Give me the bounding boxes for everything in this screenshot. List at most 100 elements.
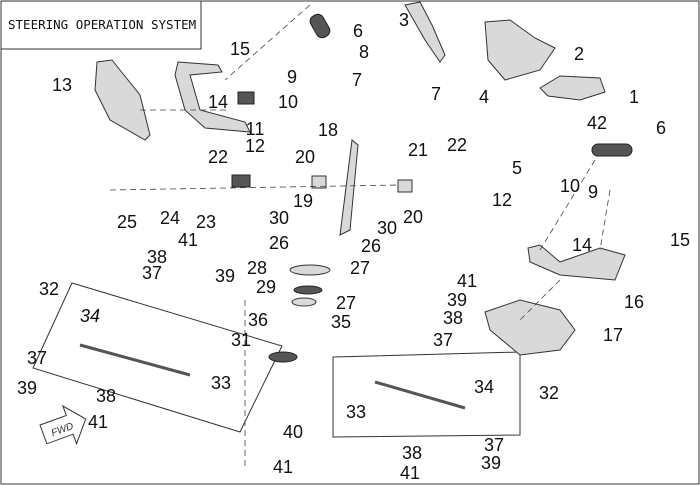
pitman-arm-31	[268, 351, 298, 363]
align-line	[224, 4, 311, 81]
handlebar-cover	[484, 19, 556, 81]
align-line	[599, 189, 611, 251]
callout-4: 4	[479, 87, 489, 107]
callout-22: 22	[208, 147, 228, 167]
grip-left	[309, 13, 331, 39]
callout-12: 12	[245, 136, 265, 156]
callout-38: 38	[443, 308, 463, 328]
callout-5: 5	[512, 158, 522, 178]
callout-40: 40	[283, 422, 303, 442]
callout-34: 34	[80, 306, 100, 326]
callout-27: 27	[336, 293, 356, 313]
callout-13: 13	[52, 75, 72, 95]
callout-37: 37	[484, 435, 504, 455]
callout-29: 29	[256, 277, 276, 297]
align-line	[539, 159, 596, 251]
callout-16: 16	[624, 292, 644, 312]
callout-39: 39	[447, 290, 467, 310]
callout-41: 41	[178, 230, 198, 250]
hand-guard-bracket-11	[174, 61, 251, 133]
callout-7: 7	[431, 84, 441, 104]
callout-17: 17	[603, 325, 623, 345]
callout-32: 32	[39, 279, 59, 299]
right-tie-rod-box	[332, 351, 521, 438]
steering-column	[339, 139, 359, 236]
callout-30: 30	[269, 208, 289, 228]
callout-38: 38	[147, 247, 167, 267]
callout-28: 28	[247, 258, 267, 278]
hand-guard-17	[484, 299, 576, 356]
bushing-20	[311, 175, 327, 189]
callout-31: 31	[231, 330, 251, 350]
callout-10: 10	[560, 176, 580, 196]
callout-37: 37	[27, 348, 47, 368]
callout-34: 34	[474, 377, 494, 397]
callout-2: 2	[574, 44, 584, 64]
callout-19: 19	[293, 191, 313, 211]
callout-6: 6	[353, 21, 363, 41]
title-box	[0, 0, 202, 50]
hand-guard-bracket-16	[527, 244, 626, 281]
bearing-28	[289, 264, 331, 276]
callout-9: 9	[588, 182, 598, 202]
callout-20: 20	[403, 207, 423, 227]
callout-24: 24	[160, 208, 180, 228]
callout-22: 22	[447, 135, 467, 155]
hand-guard-13	[94, 59, 151, 141]
callout-42: 42	[587, 113, 607, 133]
left-tie-rod-box	[32, 282, 283, 433]
clamp-22	[231, 174, 251, 188]
mirror-left	[404, 1, 446, 63]
callout-26: 26	[269, 233, 289, 253]
callout-33: 33	[211, 373, 231, 393]
callout-39: 39	[481, 453, 501, 473]
callout-8: 8	[359, 42, 369, 62]
callout-30: 30	[377, 218, 397, 238]
callout-3: 3	[399, 10, 409, 30]
callout-1: 1	[629, 87, 639, 107]
callout-14: 14	[572, 235, 592, 255]
diagram-title: STEERING OPERATION SYSTEM	[8, 17, 196, 32]
callout-33: 33	[346, 402, 366, 422]
callout-37: 37	[142, 263, 162, 283]
callout-37: 37	[433, 330, 453, 350]
callout-10: 10	[278, 92, 298, 112]
callout-41: 41	[457, 271, 477, 291]
align-line	[109, 184, 401, 191]
callout-15: 15	[230, 39, 250, 59]
callout-6: 6	[656, 118, 666, 138]
callout-32: 32	[539, 383, 559, 403]
callout-39: 39	[17, 378, 37, 398]
mirror-right	[539, 75, 606, 101]
callout-14: 14	[208, 92, 228, 112]
bushing-20b	[397, 179, 413, 193]
callout-9: 9	[287, 67, 297, 87]
handlebar-inner	[298, 18, 506, 130]
callout-23: 23	[196, 212, 216, 232]
tie-rod-right	[374, 380, 466, 410]
tie-rod-left	[79, 343, 191, 377]
clamp-10	[237, 91, 255, 105]
callout-21: 21	[408, 140, 428, 160]
callout-18: 18	[318, 120, 338, 140]
callout-35: 35	[331, 312, 351, 332]
callout-41: 41	[273, 457, 293, 477]
callout-41: 41	[88, 412, 108, 432]
callout-38: 38	[96, 386, 116, 406]
callout-7: 7	[352, 70, 362, 90]
grip-right	[591, 143, 633, 157]
callout-36: 36	[248, 310, 268, 330]
callout-41: 41	[400, 463, 420, 483]
callout-27: 27	[350, 258, 370, 278]
callout-12: 12	[492, 190, 512, 210]
callout-26: 26	[361, 236, 381, 256]
bearing-29	[293, 285, 323, 295]
callout-38: 38	[402, 443, 422, 463]
fwd-arrow-logo: FWD	[39, 404, 87, 446]
callout-25: 25	[117, 212, 137, 232]
callout-15: 15	[670, 230, 690, 250]
